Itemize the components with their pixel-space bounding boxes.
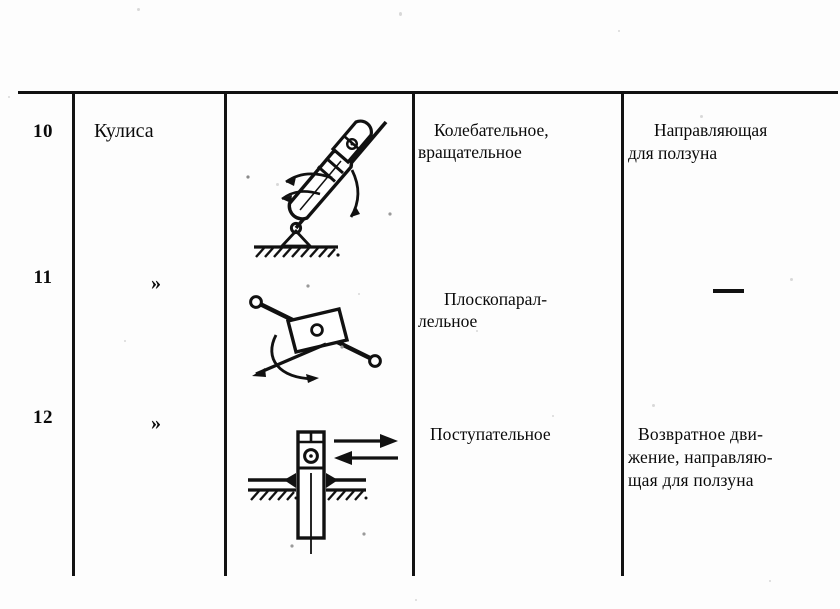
- scan-speck: [388, 212, 392, 216]
- scan-speck: [290, 544, 294, 548]
- guide-rail-left: [248, 473, 298, 501]
- rotation-arrow-icon: [270, 334, 319, 383]
- mechanism-name: Кулиса: [94, 120, 154, 142]
- sliding-block: [285, 306, 350, 355]
- scan-speck: [358, 293, 360, 295]
- table-row-number: 10: [33, 121, 53, 142]
- scan-speck: [362, 532, 366, 536]
- rocking-slotted-link-diagram: [246, 119, 392, 258]
- column-divider-diagram: [412, 94, 415, 576]
- scan-speck: [8, 96, 10, 98]
- table-row-number: 11: [33, 267, 53, 288]
- slider-block: [330, 119, 373, 165]
- scan-speck: [552, 415, 554, 417]
- ground-hatching-icon: [254, 245, 340, 258]
- scan-speck: [124, 340, 126, 342]
- scan-speck: [415, 599, 417, 601]
- scan-speck: [306, 284, 310, 288]
- motion-description: Плоскопарал- лельное: [418, 289, 548, 332]
- table-row-number: 12: [33, 407, 53, 428]
- pivot-support-icon: [278, 221, 314, 248]
- scan-speck: [137, 8, 140, 11]
- rotation-arrow-icon: [349, 169, 360, 218]
- vertical-slider-in-guide-diagram: [248, 430, 398, 554]
- vertical-slider-bar: [296, 430, 326, 554]
- scan-speck: [700, 115, 703, 118]
- reciprocating-arrows-icon: [334, 434, 398, 465]
- ditto-mark: »: [151, 412, 161, 434]
- scan-speck: [276, 183, 279, 186]
- scan-speck: [769, 580, 771, 582]
- motion-description: Колебательное, вращательное: [418, 120, 549, 163]
- scan-speck: [399, 12, 402, 16]
- purpose-description: Направляющая для ползуна: [628, 120, 768, 163]
- rod-end-joint-lower: [368, 354, 382, 368]
- oscillation-arrow-icon: [281, 172, 333, 203]
- guide-rail-right: [326, 473, 368, 501]
- scan-speck: [340, 345, 344, 349]
- column-divider-number: [72, 94, 75, 576]
- scan-speck: [618, 30, 620, 32]
- rod-end-joint-upper: [249, 295, 263, 309]
- floating-block-on-rod-diagram: [249, 284, 382, 383]
- scan-speck: [790, 278, 793, 281]
- purpose-description: Возвратное дви- жение, направляю- щая дл…: [628, 424, 773, 490]
- translation-arrow-icon: [252, 342, 327, 377]
- column-divider-name: [224, 94, 227, 576]
- slotted-link-body: [287, 149, 354, 221]
- ditto-mark: »: [151, 272, 161, 294]
- table-top-border: [18, 91, 838, 94]
- scan-speck: [476, 330, 478, 332]
- scan-speck: [652, 404, 655, 407]
- motion-description: Поступательное: [430, 424, 551, 444]
- purpose-dash: [713, 289, 744, 293]
- column-divider-motion: [621, 94, 624, 576]
- scan-speck: [246, 175, 250, 179]
